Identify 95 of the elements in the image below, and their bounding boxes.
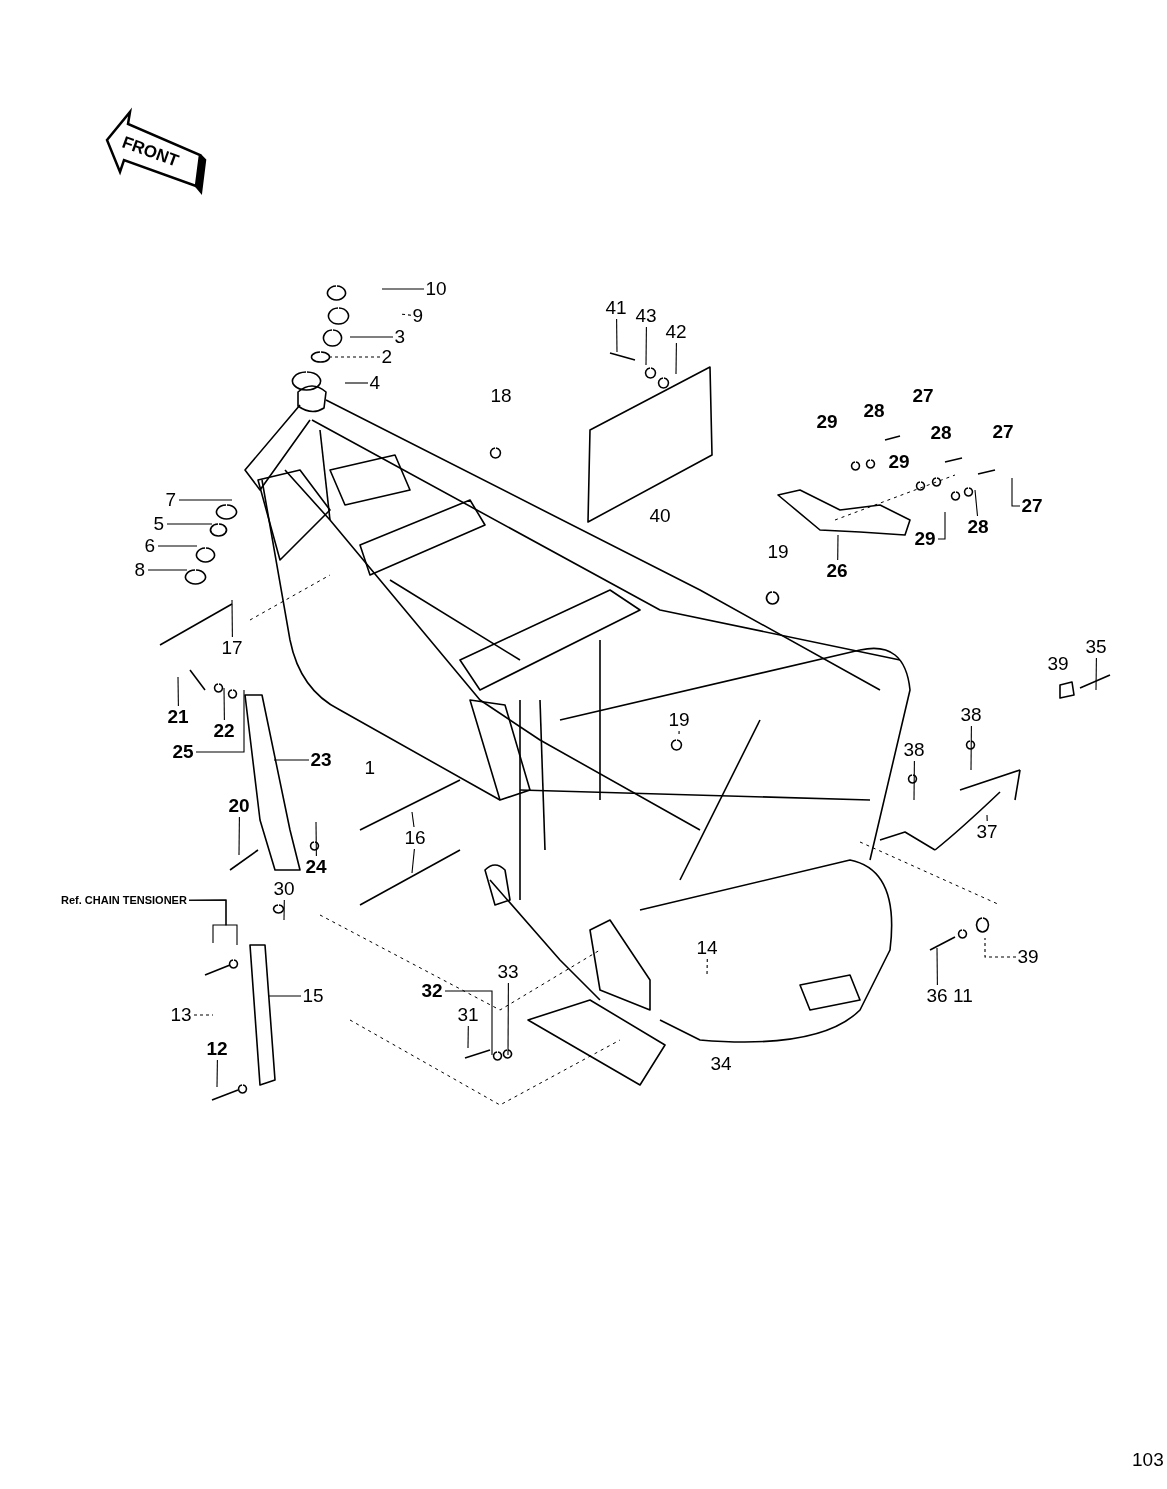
leader-line (399, 313, 412, 316)
leader-line (706, 958, 708, 976)
callout-number: 13 (169, 1005, 193, 1025)
callout-number: 43 (634, 306, 658, 326)
callout-number: 29 (815, 412, 839, 432)
callout-number: 25 (171, 742, 195, 762)
callout-number: 38 (902, 740, 926, 760)
callout-number: 39 (1016, 947, 1040, 967)
callout-number: 20 (227, 796, 251, 816)
leader-line (936, 947, 938, 986)
callout-number: 4 (368, 373, 382, 393)
callout-number: 11 (952, 986, 974, 1006)
callout-number: 38 (959, 705, 983, 725)
callout-number: 40 (648, 506, 672, 526)
callout-number: 35 (1084, 637, 1108, 657)
callout-number: 10 (424, 279, 448, 299)
callout-number: 9 (411, 306, 425, 326)
leader-line (444, 990, 493, 1056)
callout-number: 42 (664, 322, 688, 342)
callout-number: 5 (152, 514, 166, 534)
callout-number: 6 (143, 536, 157, 556)
callout-number: 28 (929, 423, 953, 443)
leader-line (970, 725, 972, 771)
leader-line (837, 534, 839, 561)
callout-number: 103 (1131, 1450, 1165, 1470)
callout-number: 27 (991, 422, 1015, 442)
callout-number: 17 (220, 638, 244, 658)
callout-number: 30 (272, 879, 296, 899)
callout-number: 18 (489, 386, 513, 406)
callout-number: 29 (913, 529, 937, 549)
callout-number: 15 (301, 986, 325, 1006)
leader-line (267, 995, 302, 997)
leader-line (188, 899, 238, 946)
reference-note: Ref. CHAIN TENSIONER (60, 893, 188, 907)
callout-number: 22 (212, 721, 236, 741)
leader-line (616, 318, 618, 353)
callout-number: 24 (304, 857, 328, 877)
leader-line (238, 816, 240, 856)
leader-line (223, 687, 225, 721)
callout-number: 1 (363, 758, 377, 778)
callout-number: 28 (966, 517, 990, 537)
leader-line (675, 342, 677, 375)
leader-line (678, 730, 680, 736)
leader-line (986, 814, 988, 822)
callout-number: 19 (667, 710, 691, 730)
leader-line (216, 1059, 218, 1088)
leader-line (645, 326, 647, 366)
callout-number: 27 (1020, 496, 1044, 516)
leader-line (344, 382, 369, 384)
leader-line (411, 811, 415, 828)
leader-line (913, 760, 915, 801)
leader-line (329, 356, 381, 358)
leader-line (467, 1025, 469, 1049)
leader-line (166, 523, 213, 525)
leader-line (507, 982, 509, 1056)
leader-line (177, 676, 179, 707)
leader-line (349, 336, 394, 338)
leader-line (315, 821, 317, 857)
leader-line (1011, 477, 1021, 507)
leader-line (157, 545, 198, 547)
callout-number: 16 (403, 828, 427, 848)
callout-number: 23 (309, 750, 333, 770)
callout-number: 2 (380, 347, 394, 367)
callout-number: 36 (925, 986, 949, 1006)
callout-number: 32 (420, 981, 444, 1001)
leader-line (231, 599, 233, 638)
callout-number: 29 (887, 452, 911, 472)
leader-line (984, 937, 1017, 958)
callout-number: 7 (164, 490, 178, 510)
callout-number: 31 (456, 1005, 480, 1025)
callout-number: 39 (1046, 654, 1070, 674)
callout-number: 41 (604, 298, 628, 318)
leader-line (937, 511, 946, 540)
callout-number: 14 (695, 938, 719, 958)
leader-line (195, 689, 245, 753)
callout-number: 33 (496, 962, 520, 982)
callout-number: 28 (862, 401, 886, 421)
callout-number: 12 (205, 1039, 229, 1059)
callout-number: 8 (133, 560, 147, 580)
leader-line (147, 569, 188, 571)
leader-line (974, 489, 979, 517)
callout-number: 37 (975, 822, 999, 842)
callout-number: 34 (709, 1054, 733, 1074)
leader-line (283, 899, 285, 921)
leader-line (273, 759, 310, 761)
leader-line (178, 499, 233, 501)
leader-line (193, 1014, 214, 1016)
callout-number: 21 (166, 707, 190, 727)
leader-line (381, 288, 425, 290)
callout-number: 19 (766, 542, 790, 562)
callout-number: 3 (393, 327, 407, 347)
callout-number: 27 (911, 386, 935, 406)
callout-number: 26 (825, 561, 849, 581)
leader-line (1095, 657, 1097, 691)
leader-line (411, 848, 415, 874)
